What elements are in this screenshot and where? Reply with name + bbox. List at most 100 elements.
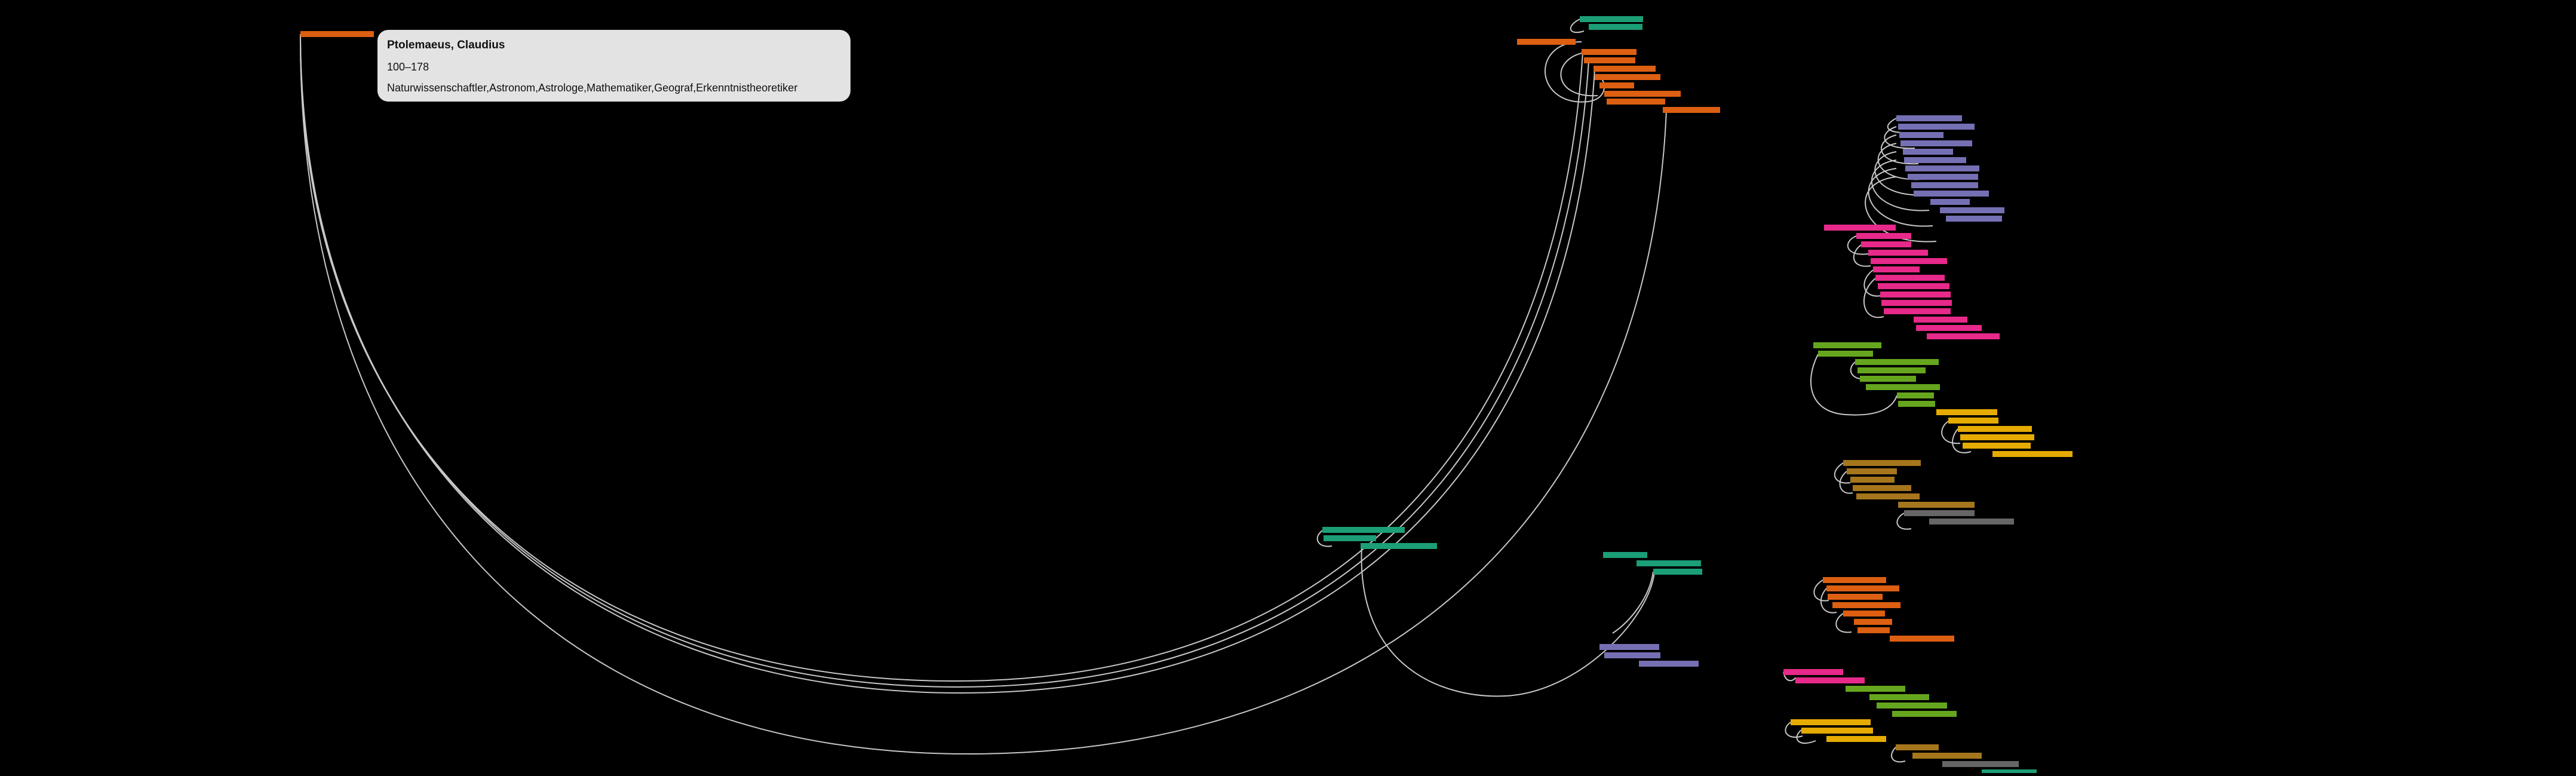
person-bar[interactable] [1914,191,1989,197]
person-bar[interactable] [1584,57,1635,63]
person-bar[interactable] [1946,216,2002,222]
person-bar[interactable] [1982,769,2037,775]
person-bar[interactable] [1663,107,1720,113]
person-bar[interactable] [1900,140,1972,146]
person-bar[interactable] [1899,132,1943,138]
person-bar[interactable] [1860,376,1916,382]
person-bar[interactable] [1960,434,2034,440]
person-bar[interactable] [1896,744,1939,750]
person-bar[interactable] [1813,342,1881,348]
person-bar[interactable] [1637,560,1701,566]
person-bar[interactable] [1843,460,1921,466]
person-bar[interactable] [1791,719,1871,725]
person-bar[interactable] [1818,351,1873,357]
person-bars [300,16,2073,775]
person-bar[interactable] [1324,535,1376,541]
person-bar[interactable] [1604,652,1660,658]
relationship-arc [1853,244,1871,267]
person-bar[interactable] [1823,577,1886,583]
person-bar[interactable] [1992,451,2073,457]
person-bar[interactable] [1868,250,1928,256]
person-bar[interactable] [1963,443,2031,449]
person-bar[interactable] [1930,199,1970,205]
person-bar[interactable] [1958,426,2032,432]
person-bar[interactable] [1905,165,1979,171]
person-bar[interactable] [1653,569,1702,575]
person-bar[interactable] [1940,207,2004,213]
person-bar[interactable] [1892,711,1957,717]
person-bar[interactable] [1881,300,1952,306]
person-bar[interactable] [1878,283,1949,289]
person-bar[interactable] [1854,619,1892,625]
person-bar[interactable] [1897,392,1934,398]
person-bar[interactable] [1936,409,1997,415]
person-bar[interactable] [1869,694,1929,700]
person-bar[interactable] [1582,49,1637,55]
person-bar[interactable] [1595,74,1660,80]
person-bar[interactable] [1884,308,1951,314]
person-bar[interactable] [1903,149,1953,155]
relationship-arc [1863,269,1882,297]
person-bar[interactable] [1929,519,2014,525]
person-bar[interactable] [1896,115,1962,121]
person-bar[interactable] [1866,384,1940,390]
relationship-arc [1612,571,1654,634]
person-bar[interactable] [1594,66,1656,72]
relationship-arc [299,33,1583,682]
person-bar[interactable] [1361,543,1437,549]
person-bar[interactable] [1875,275,1945,281]
person-bar[interactable] [1898,124,1975,130]
person-bar[interactable] [1850,477,1895,483]
person-bar[interactable] [1873,266,1920,272]
person-bar[interactable] [1856,493,1920,499]
person-bar[interactable] [1853,485,1911,491]
person-bar[interactable] [1783,669,1843,675]
person-bar[interactable] [1911,182,1978,188]
person-bar[interactable] [1904,510,1975,516]
person-bar[interactable] [1639,661,1699,667]
person-bar[interactable] [1856,233,1911,239]
person-bar[interactable] [1826,585,1899,591]
tooltip-occupations: Naturwissenschaftler,Astronom,Astrologe,… [387,82,798,94]
person-bar[interactable] [1912,753,1982,759]
person-bar[interactable] [1589,24,1642,30]
person-bar[interactable] [1322,527,1405,533]
person-bar[interactable] [1828,594,1883,600]
person-bar[interactable] [1877,703,1947,708]
person-bar[interactable] [1826,736,1886,742]
person-bar[interactable] [1855,359,1939,365]
person-bar[interactable] [1914,317,1967,323]
person-bar[interactable] [1846,686,1905,692]
person-bar[interactable] [1599,644,1659,650]
person-bar[interactable] [1898,502,1975,508]
person-bar[interactable] [1604,91,1681,97]
person-bar[interactable] [1599,82,1634,88]
person-bar[interactable] [1904,157,1966,163]
person-bar[interactable] [1916,325,1982,331]
person-bar[interactable] [1880,292,1951,297]
person-bar[interactable] [1908,174,1978,180]
person-bar[interactable] [1898,401,1935,407]
person-bar[interactable] [1607,99,1665,105]
person-bar[interactable] [1801,728,1873,734]
person-bar[interactable] [1832,602,1900,608]
person-bar[interactable] [1795,677,1865,683]
tooltip-person-name: Ptolemaeus, Claudius [387,39,505,51]
person-bar[interactable] [300,31,374,37]
person-bar[interactable] [1603,552,1647,558]
person-bar[interactable] [1948,418,1998,424]
person-bar[interactable] [1890,636,1954,642]
person-bar[interactable] [1517,39,1576,45]
person-bar[interactable] [1871,258,1947,264]
relationship-arc [1865,176,1937,243]
person-bar[interactable] [1580,16,1643,22]
person-bar[interactable] [1942,761,2019,767]
person-bar[interactable] [1824,225,1896,231]
person-bar[interactable] [1927,333,2000,339]
person-bar[interactable] [1857,627,1890,633]
person-bar[interactable] [1861,241,1911,247]
person-bar[interactable] [1847,468,1897,474]
person-bar[interactable] [1857,367,1926,373]
person-bar[interactable] [1843,611,1885,616]
relationship-arc [1813,579,1829,602]
